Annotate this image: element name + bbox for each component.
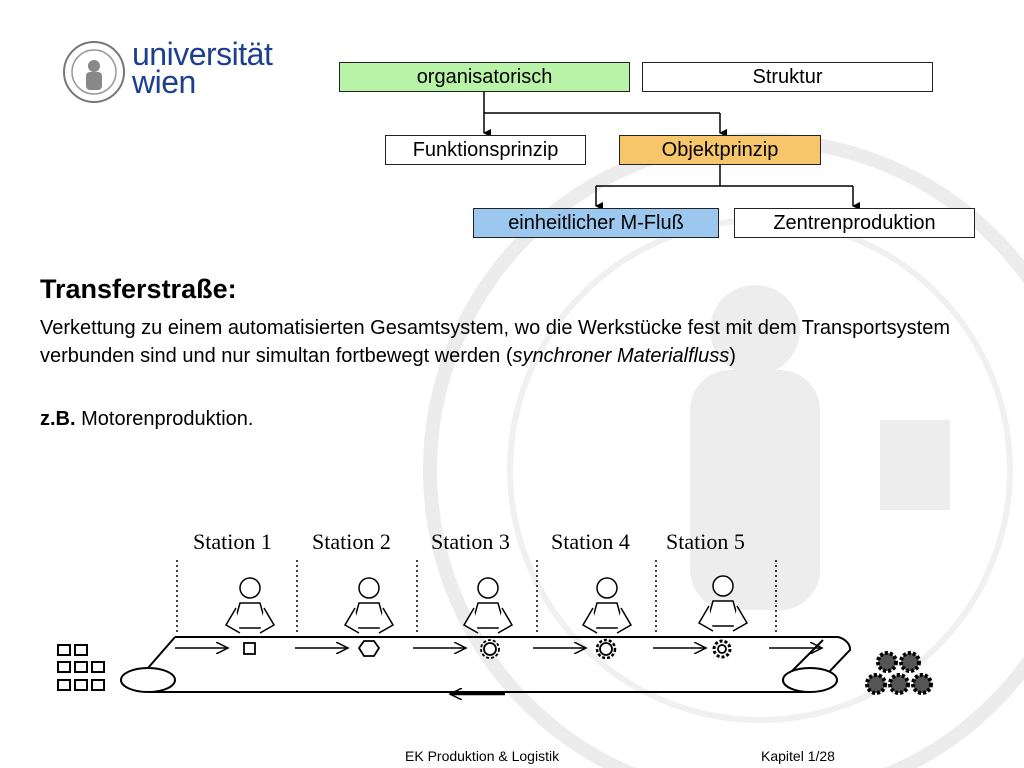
logo-line-1: universität <box>132 36 273 72</box>
worker-icons <box>224 575 749 634</box>
station-label-1: Station 1 <box>193 529 272 554</box>
workpiece-gear-icon-1 <box>480 639 500 659</box>
box-zentrenproduktion: Zentrenproduktion <box>734 208 975 238</box>
raw-material-stack-icon <box>57 644 105 691</box>
example-text: Motorenproduktion. <box>75 408 254 430</box>
slide-description: Verkettung zu einem automatisierten Gesa… <box>40 314 960 370</box>
conveyor-belt-icon <box>120 636 852 693</box>
workpiece-hex-icon <box>357 640 381 657</box>
worker-icon-3 <box>462 577 514 634</box>
box-einheitlicher-materialfluss: einheitlicher M-Fluß <box>473 208 719 238</box>
desc-close: ) <box>729 345 736 367</box>
station-label-3: Station 3 <box>431 529 510 554</box>
slide-heading: Transferstraße: <box>40 274 237 304</box>
station-label-4: Station 4 <box>551 529 630 554</box>
station-labels: Station 1 Station 2 Station 3 Station 4 … <box>0 525 1024 561</box>
station-label-5: Station 5 <box>666 529 745 554</box>
transfer-line-illustration <box>57 560 933 720</box>
box-organisatorisch: organisatorisch <box>339 62 630 92</box>
logo-wordmark: universität wien <box>132 36 273 100</box>
flow-arrows <box>175 648 822 694</box>
workpiece-icons <box>243 638 732 660</box>
footer-course: EK Produktion & Logistik <box>405 748 560 764</box>
worker-icon-5 <box>697 575 749 632</box>
box-funktionsprinzip: Funktionsprinzip <box>385 135 586 165</box>
worker-icon-2 <box>343 577 395 634</box>
station-dividers <box>176 560 777 632</box>
university-logo: universität wien <box>62 36 298 104</box>
example-prefix: z.B. <box>40 408 76 430</box>
seal-icon <box>63 41 125 103</box>
slide-example: z.B. Motorenproduktion. <box>40 408 253 431</box>
logo-line-2: wien <box>132 64 196 100</box>
desc-text: Verkettung zu einem automatisierten Gesa… <box>40 317 950 367</box>
desc-italic: synchroner Materialfluss <box>512 345 730 367</box>
footer-chapter: Kapitel 1/28 <box>761 748 835 764</box>
workpiece-gear-icon-3 <box>712 639 732 659</box>
workpiece-gear-icon-2 <box>595 638 617 660</box>
finished-gears-icon <box>865 651 933 695</box>
box-struktur: Struktur <box>642 62 933 92</box>
station-label-2: Station 2 <box>312 529 391 554</box>
box-objektprinzip: Objektprinzip <box>619 135 821 165</box>
worker-icon-4 <box>581 577 633 634</box>
worker-icon-1 <box>224 577 276 634</box>
workpiece-block-icon <box>243 642 256 655</box>
